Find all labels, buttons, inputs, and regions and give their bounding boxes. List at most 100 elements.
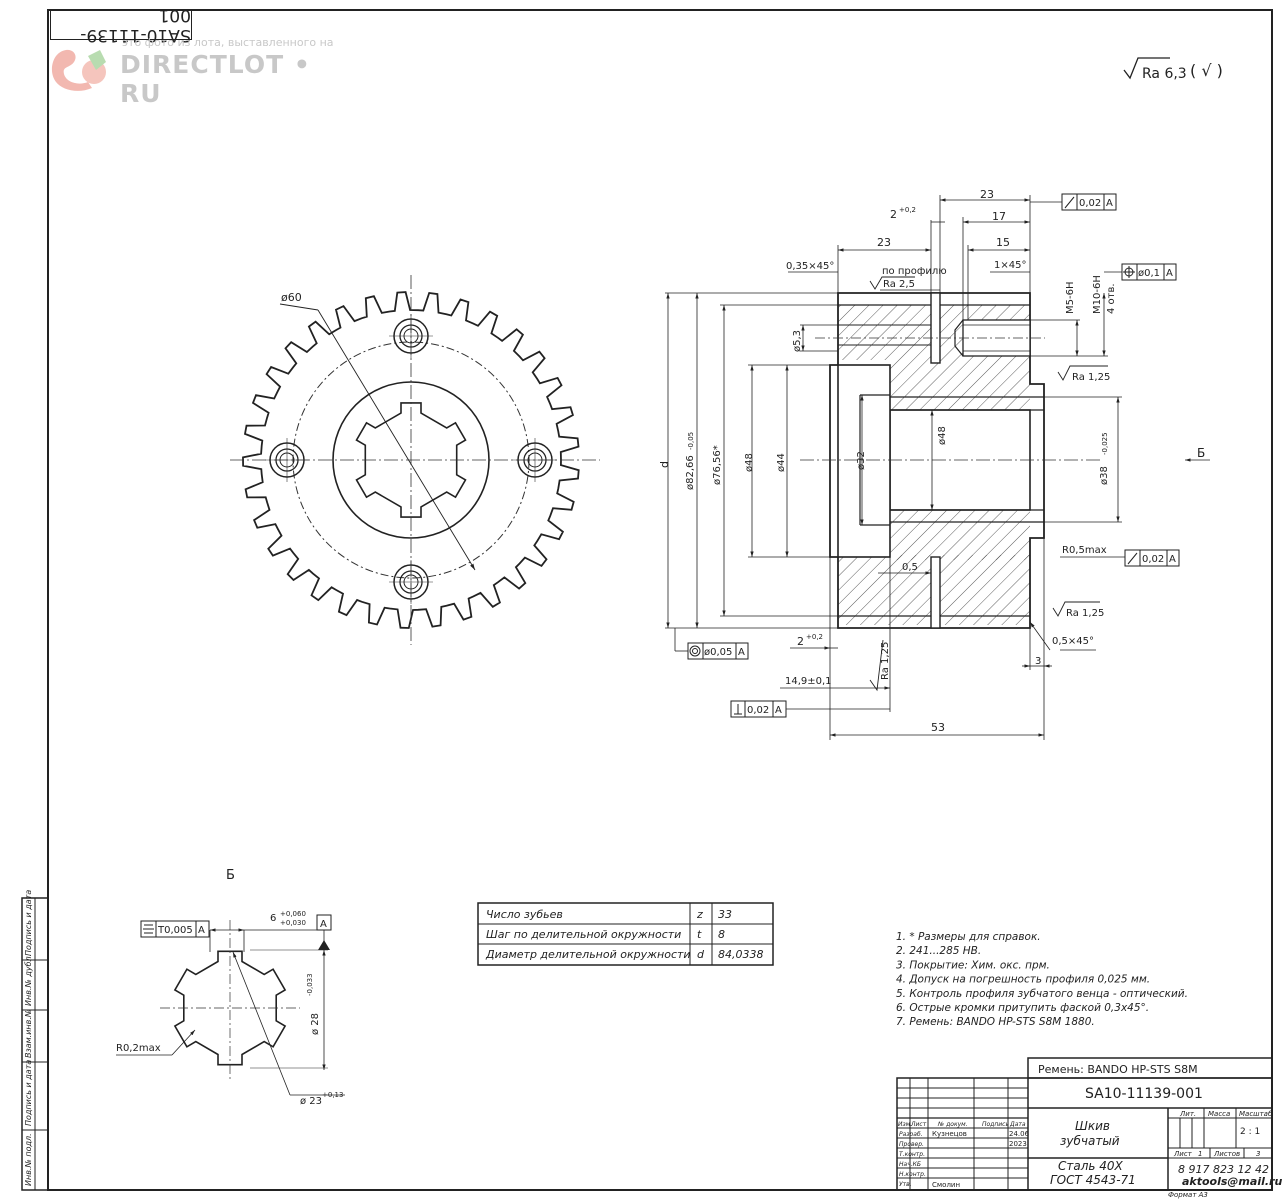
roughness-suffix: ( √ )	[1190, 61, 1223, 80]
tb-sheets-label: Листов	[1213, 1150, 1240, 1158]
dim-ra125c: Ra 1,25	[880, 642, 891, 680]
gdt5-datum: A	[775, 705, 782, 716]
dim-d: d	[658, 461, 671, 468]
dim-2b: 2	[797, 635, 804, 648]
gdt6-datum: A	[198, 925, 205, 936]
section-dim-text: 23 2 +0,2 17 23 15 0,35×45° 1×45° по про…	[658, 188, 1205, 734]
tb-name2: зубчатый	[1060, 1134, 1120, 1148]
note-line: 5. Контроль профиля зубчатого венца - оп…	[896, 988, 1188, 1000]
runout-icon	[1064, 196, 1075, 209]
spline-hole	[355, 402, 467, 518]
gdt6-val: T0,005	[157, 925, 193, 936]
section-view	[800, 292, 1100, 629]
dim-d32: ø32	[856, 451, 867, 470]
gear-table-param: Число зубьев	[486, 908, 563, 921]
gdt2-datum: A	[1166, 268, 1173, 279]
section-mark-b: Б	[1197, 446, 1205, 460]
sb-d23-tol: +0,13	[322, 1091, 343, 1099]
title-block-text: Ремень: BANDO HP-STS S8M SA10-11139-001 …	[898, 1063, 1282, 1199]
tb-hdr-scale: Масштаб	[1239, 1110, 1273, 1118]
tb-format: Формат A3	[1168, 1191, 1208, 1199]
tb-col-list: Лист	[910, 1121, 927, 1128]
tb-belt: Ремень: BANDO HP-STS S8M	[1038, 1063, 1198, 1076]
tb-hdr-lit: Лит.	[1179, 1110, 1196, 1118]
tb-col-date: Дата	[1009, 1121, 1026, 1128]
tb-utv-name: Смолин	[932, 1181, 960, 1189]
gear-table-param: Диаметр делительной окружности	[485, 948, 691, 961]
gear-table-sym: z	[696, 908, 703, 921]
dim-d48b: ø48	[937, 426, 948, 445]
watermark: это фото из лота, выставленного на DIREC…	[48, 34, 348, 108]
sb-d28: ø 28	[310, 1013, 321, 1035]
dim-m5: M5-6H	[1065, 282, 1076, 314]
gdt-runout-top: 0,02 A	[1030, 193, 1117, 211]
gear-table-sym: d	[697, 948, 705, 961]
tb-date2: 2023	[1009, 1140, 1027, 1148]
roughness-value: Ra 6,3	[1142, 66, 1187, 82]
dim-d7656: ø76,56*	[712, 445, 723, 485]
dim-23: 23	[877, 236, 891, 249]
sb-width-tol-top: +0,060	[280, 910, 306, 918]
watermark-caption: это фото из лота, выставленного на	[122, 36, 334, 49]
front-view-gear: ø60	[230, 275, 600, 645]
section-b-view: Б 6 +0,060 +0,030 A ø 28 -0,033 ø 23 +0,…	[116, 868, 345, 1107]
tb-scale: 2 : 1	[1240, 1127, 1260, 1137]
dim-r05max: R0,5max	[1062, 545, 1107, 556]
dim-2b-tol: +0,2	[806, 633, 823, 641]
tb-material2: ГОСТ 4543-71	[1050, 1173, 1136, 1187]
gdt-concentric: ø0,05 A	[674, 628, 749, 660]
sb-d23: ø 23	[300, 1096, 322, 1107]
dim-ch1: 1×45°	[994, 260, 1026, 271]
tb-date1: 24.06	[1009, 1130, 1030, 1138]
dim-23-top: 23	[980, 188, 994, 201]
sb-r02: R0,2max	[116, 1043, 161, 1054]
drawing-frame	[47, 9, 1273, 1191]
tb-name1: Шкив	[1075, 1119, 1110, 1133]
dim-d8266: ø82,66	[685, 455, 696, 490]
dim-d8266-tol: -0,05	[687, 432, 695, 450]
gear-table-value: 8	[718, 928, 725, 941]
tb-r-utv: Утв.	[899, 1181, 912, 1188]
side-stamp: Инв.№ подл. Подпись и дата Взам.инв.№ Ин…	[21, 890, 49, 1191]
tb-phone: 8 917 823 12 42	[1178, 1163, 1269, 1176]
dim-ra25: Ra 2,5	[883, 279, 915, 290]
dim-149: 14,9±0,1	[785, 676, 832, 687]
tb-material1: Сталь 40Х	[1058, 1159, 1124, 1173]
sb-datum-a: A	[320, 919, 327, 930]
tb-col-doc: № докум.	[937, 1121, 968, 1128]
dim-53: 53	[931, 721, 945, 734]
gear-table-sym: t	[697, 928, 702, 941]
side-stamp-4: Инв.№ дубл.	[24, 954, 33, 1006]
dim-ra125b: Ra 1,25	[1066, 608, 1104, 619]
dim-2: 2	[890, 208, 897, 221]
gdt4-datum: A	[738, 647, 745, 658]
section-b-title: Б	[226, 868, 235, 883]
gdt-perpendicular: 0,02 A	[730, 700, 890, 718]
note-line: 7. Ремень: BANDO HP-STS S8M 1880.	[896, 1016, 1095, 1028]
d60-leader	[317, 309, 476, 571]
dim-17: 17	[992, 210, 1006, 223]
sb-d28-tol: -0,033	[306, 973, 314, 996]
tb-hdr-mass: Масса	[1208, 1110, 1230, 1118]
side-stamp-5: Подпись и дата	[24, 890, 33, 956]
tb-r-razrab: Разраб.	[899, 1131, 923, 1138]
gear-table-param: Шаг по делительной окружности	[486, 928, 681, 941]
dim-15: 15	[996, 236, 1010, 249]
side-stamp-3: Взам.инв.№	[24, 1009, 33, 1058]
gear-table-value: 84,0338	[718, 948, 764, 961]
note-line: 1. * Размеры для справок.	[896, 931, 1041, 943]
tb-email: aktools@mail.ru	[1182, 1175, 1282, 1188]
tb-razrab-name: Кузнецов	[932, 1130, 967, 1138]
dim-ra125a: Ra 1,25	[1072, 372, 1110, 383]
gdt5-val: 0,02	[747, 705, 769, 716]
tb-col-sign: Подпись	[982, 1121, 1009, 1128]
gdt1-val: 0,02	[1079, 198, 1101, 209]
sb-width: 6	[270, 913, 276, 924]
gdt3-val: 0,02	[1142, 554, 1164, 565]
gdt4-val: ø0,05	[704, 647, 732, 658]
tb-r-prov: Провер.	[899, 1141, 924, 1148]
spline-profile-small	[173, 950, 287, 1066]
concentric-icon	[689, 645, 701, 657]
